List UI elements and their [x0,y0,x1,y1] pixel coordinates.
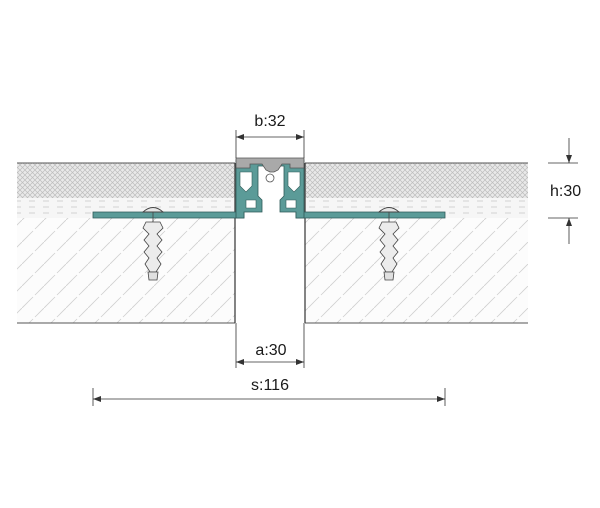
dimension-s-label: s:116 [251,377,289,394]
dimension-h-label: h:30 [550,183,581,200]
right-substrate [305,218,528,323]
dimension-h: h:30 [548,138,581,244]
left-substrate [17,218,235,323]
dimension-a-label: a:30 [255,342,286,359]
right-tile-layer [305,163,528,198]
right-screw-anchor [377,207,401,281]
expansion-profile [92,157,446,219]
joint-gap [236,218,304,323]
left-screw-anchor [141,207,165,281]
dimension-s: s:116 [92,377,446,406]
left-profile-body [235,159,267,219]
dimension-b: b:32 [235,113,305,158]
left-anchor-flange [92,211,245,219]
dimension-b-label: b:32 [254,113,285,130]
right-anchor-flange [295,211,446,219]
grey-insert [235,157,305,173]
dimension-a: a:30 [235,323,305,368]
left-floor-section [17,162,236,324]
right-floor-section [304,162,528,324]
left-tile-layer [17,163,235,198]
right-profile-body [275,159,305,219]
